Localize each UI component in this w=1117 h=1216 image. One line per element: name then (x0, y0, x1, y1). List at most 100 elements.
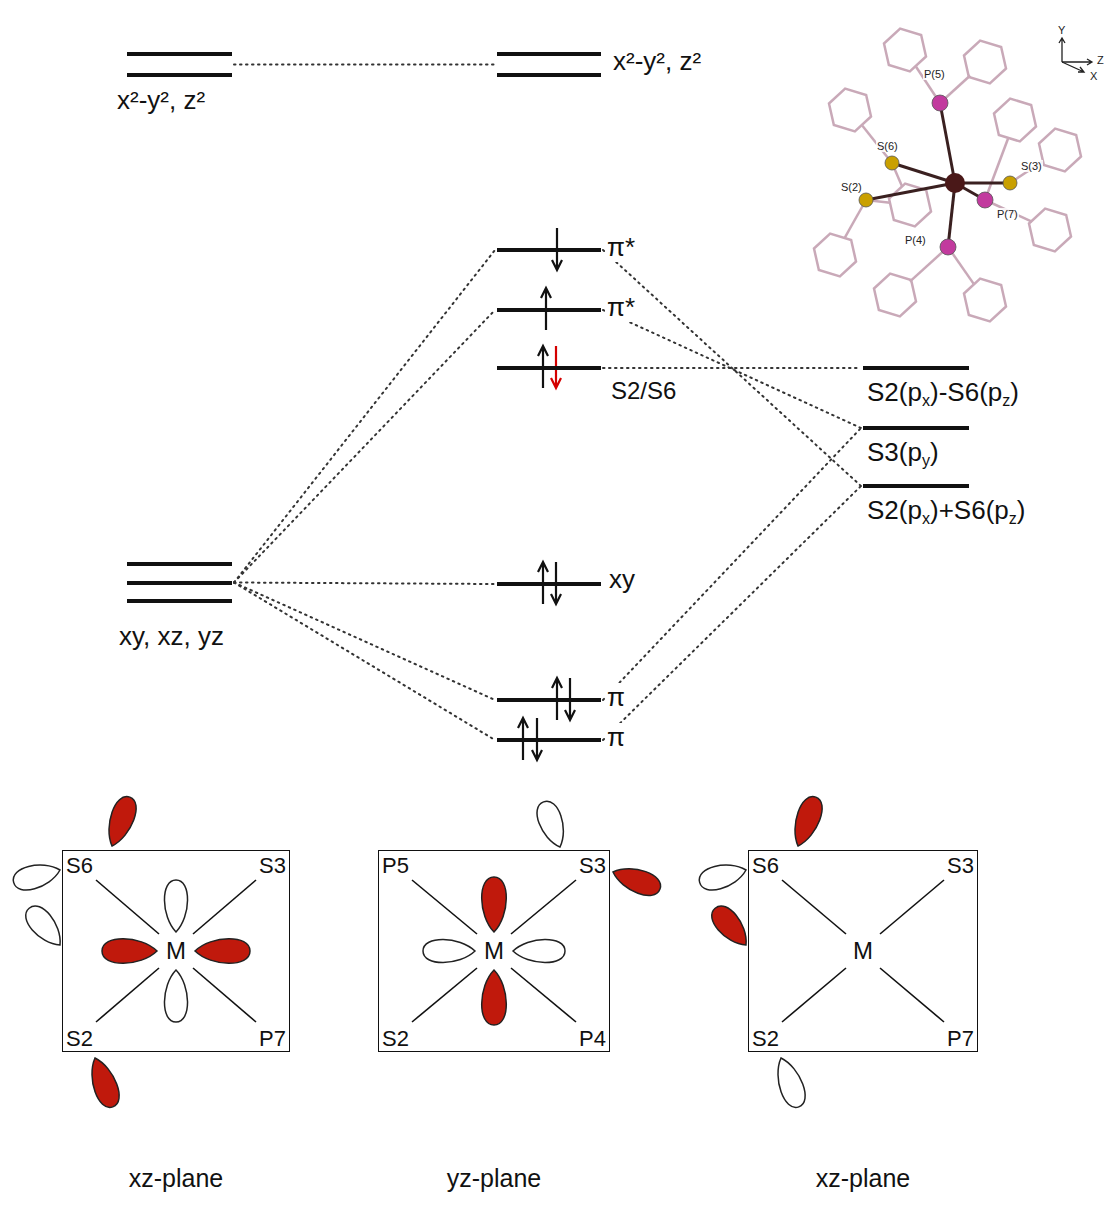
atom-label: P(7) (996, 208, 1019, 220)
bond-line (412, 968, 477, 1022)
orbital-panel: S6S3MS2P7xz-plane (62, 850, 290, 1052)
ligand-atom-label: S3 (579, 854, 606, 877)
orbital-lobe (770, 1054, 809, 1111)
correlation-line (234, 64, 495, 66)
axis-label: Z (1096, 54, 1105, 66)
correlation-line (603, 250, 861, 486)
energy-level: π (497, 738, 601, 742)
energy-level: xy, xz, yz (127, 562, 232, 603)
orbital-lobe (84, 1054, 123, 1111)
level-label: π (605, 683, 627, 712)
ligand-atom-label: S3 (947, 854, 974, 877)
plane-caption: xz-plane (129, 1165, 224, 1191)
ligand-atom-label: S2 (752, 1027, 779, 1050)
orbital-lobe (533, 798, 571, 851)
orbital-lobe (787, 793, 826, 850)
axis-label: Y (1057, 24, 1066, 36)
orbital-lobes (11, 793, 827, 1111)
bond-line (511, 880, 576, 934)
bond-line (193, 968, 256, 1022)
correlation-line (603, 486, 861, 740)
energy-level: xy (497, 582, 601, 586)
correlation-line (234, 583, 495, 701)
energy-level: π* (497, 308, 601, 312)
correlation-line (603, 428, 861, 700)
level-line (127, 599, 232, 603)
atom-label: P(4) (904, 234, 927, 246)
energy-level: S2(px)+S6(pz) (863, 484, 969, 488)
level-line (127, 562, 232, 566)
axis-triad (1059, 38, 1092, 72)
energy-level: x²-y², z² (497, 52, 601, 77)
orbital-lobe (11, 859, 63, 894)
orbital-lobe (513, 939, 565, 962)
atom-label: P(5) (923, 68, 946, 80)
level-label: π* (605, 233, 637, 262)
axis-label: X (1089, 70, 1098, 82)
energy-level: S2(px)-S6(pz) (863, 366, 969, 370)
ligand-atom-label: P7 (259, 1027, 286, 1050)
ligand-atom-label: S6 (752, 854, 779, 877)
orbital-lobe (164, 880, 187, 932)
orbital-lobe (101, 793, 140, 850)
orbital-lobe (482, 877, 507, 932)
orbital-panel: P5S3MS2P4yz-plane (378, 850, 610, 1052)
energy-level: S3(py) (863, 426, 969, 430)
level-line (127, 73, 232, 77)
metal-label: M (853, 938, 873, 963)
bond-line (511, 968, 576, 1022)
level-line (497, 738, 601, 742)
level-line (863, 484, 969, 488)
ligand-atom-label: P4 (579, 1027, 606, 1050)
energy-level: π (497, 698, 601, 702)
level-line (497, 308, 601, 312)
correlation-line (234, 583, 495, 741)
level-line (497, 582, 601, 586)
level-label: π* (605, 293, 637, 322)
ligand-atom-label: P5 (382, 854, 409, 877)
level-label: xy, xz, yz (117, 622, 226, 651)
level-label: x²-y², z² (611, 47, 703, 76)
orbital-panel: S6S3MS2P7xz-plane (748, 850, 978, 1052)
correlation-line (234, 250, 495, 583)
orbital-lobe (697, 859, 749, 894)
orbital-lobe (609, 861, 664, 900)
metal-label: M (166, 938, 186, 963)
level-label: S2(px)+S6(pz) (865, 496, 1028, 525)
level-line (497, 73, 601, 77)
correlation-line (234, 583, 495, 585)
level-line (863, 426, 969, 430)
level-label: x²-y², z² (115, 86, 207, 115)
molecule-structure (814, 29, 1081, 322)
energy-level: π* (497, 248, 601, 252)
atom-label: S(2) (840, 181, 863, 193)
bond-line (880, 880, 944, 934)
level-line (863, 366, 969, 370)
level-line (497, 366, 601, 370)
level-line (497, 698, 601, 702)
level-label: S3(py) (865, 438, 941, 467)
bond-line (193, 880, 256, 934)
orbital-lobe (102, 939, 157, 964)
energy-level: x²-y², z² (127, 52, 232, 77)
ligand-atom-label: S2 (382, 1027, 409, 1050)
ligand-atom-label: S2 (66, 1027, 93, 1050)
level-label: S2/S6 (609, 378, 678, 404)
orbital-lobe (423, 939, 475, 962)
level-line (127, 52, 232, 56)
metal-label: M (484, 938, 504, 963)
bond-line (412, 880, 477, 934)
energy-level: S2/S6 (497, 366, 601, 370)
orbital-lobe (195, 939, 250, 964)
bond-line (782, 968, 846, 1022)
ligand-atom-label: S3 (259, 854, 286, 877)
bond-line (880, 968, 944, 1022)
level-label: S2(px)-S6(pz) (865, 378, 1021, 407)
correlation-line (234, 310, 495, 583)
level-label: xy (607, 565, 637, 594)
orbital-lobe (482, 970, 507, 1025)
orbital-lobe (164, 970, 187, 1022)
plane-caption: yz-plane (447, 1165, 542, 1191)
level-line (497, 248, 601, 252)
